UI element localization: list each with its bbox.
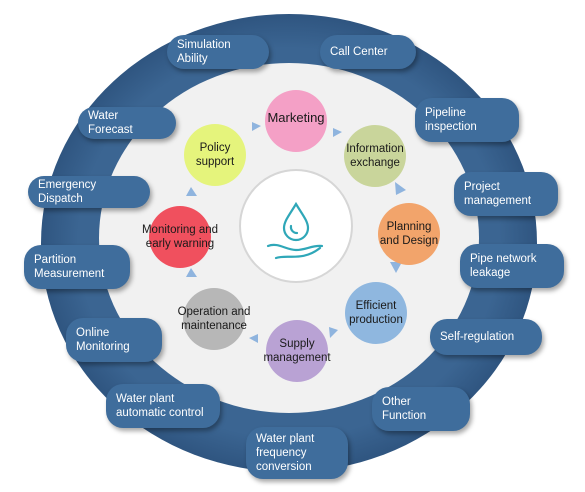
circle-label: Operation and maintenance: [177, 306, 251, 332]
arrow-planning-to-efficient: [390, 262, 402, 273]
pill-label: Pipeline inspection: [425, 107, 477, 133]
pill-label: Call Center: [330, 46, 388, 58]
pill-water-plant-frequency-conversion: Water plant frequency conversion: [246, 427, 348, 479]
water-drop-hand-icon: [266, 201, 324, 260]
arrow-supply-to-operation: [249, 334, 258, 343]
pill-pipe-network-leakage: Pipe network leakage: [460, 244, 564, 288]
arrow-operation-to-monitoring: [186, 268, 197, 277]
pill-label: Water Forecast: [88, 110, 133, 136]
circle-marketing: Marketing: [265, 90, 327, 152]
pill-label: Water plant frequency conversion: [256, 433, 315, 473]
arrow-policy-to-marketing: [252, 122, 261, 131]
pill-water-plant-automatic-control: Water plant automatic control: [106, 384, 220, 428]
pill-label: Project management: [464, 181, 532, 207]
arrow-marketing-to-info: [333, 128, 342, 137]
circle-efficient-production: Efficient production: [345, 282, 407, 344]
circle-supply-management: Supply management: [263, 320, 331, 382]
pill-partition-measurement: Partition Measurement: [24, 245, 130, 289]
arrow-info-to-planning: [395, 182, 406, 195]
pill-label: Partition Measurement: [34, 254, 105, 280]
circle-operation-maintenance: Operation and maintenance: [178, 288, 250, 350]
pill-label: Self-regulation: [440, 331, 515, 343]
pill-call-center: Call Center: [320, 35, 416, 69]
cycle-arrows: [186, 122, 406, 343]
pill-label: Water plant automatic control: [116, 393, 204, 419]
circle-label: Planning and Design: [379, 221, 439, 247]
circle-label: Supply management: [263, 338, 331, 364]
circle-label: Policy support: [195, 142, 235, 168]
circle-label: Efficient production: [349, 300, 403, 326]
pill-pipeline-inspection: Pipeline inspection: [415, 98, 519, 142]
circle-monitoring-warning: Monitoring and early warning: [142, 206, 218, 268]
arrow-monitoring-to-policy: [186, 187, 197, 196]
circle-label: Information exchange: [346, 143, 404, 169]
pill-label: Pipe network leakage: [470, 253, 537, 279]
pill-emergency-dispatch: Emergency Dispatch: [28, 176, 150, 208]
circle-planning-design: Planning and Design: [378, 203, 440, 265]
pill-water-forecast: Water Forecast: [78, 107, 176, 139]
arrow-efficient-to-supply: [329, 327, 338, 338]
pill-label: Emergency Dispatch: [38, 179, 97, 205]
pill-label: Online Monitoring: [76, 327, 130, 353]
pill-simulation-ability: Simulation Ability: [167, 35, 269, 69]
circle-label: Monitoring and early warning: [141, 224, 219, 250]
pill-self-regulation: Self-regulation: [430, 319, 542, 355]
pill-project-management: Project management: [454, 172, 558, 216]
pill-label: Simulation Ability: [177, 39, 231, 65]
circle-information-exchange: Information exchange: [344, 125, 406, 187]
pill-label: Other Function: [382, 396, 427, 422]
circle-policy-support: Policy support: [184, 124, 246, 186]
circle-label: Marketing: [267, 110, 325, 125]
pill-online-monitoring: Online Monitoring: [66, 318, 162, 362]
pill-other-function: Other Function: [372, 387, 470, 431]
